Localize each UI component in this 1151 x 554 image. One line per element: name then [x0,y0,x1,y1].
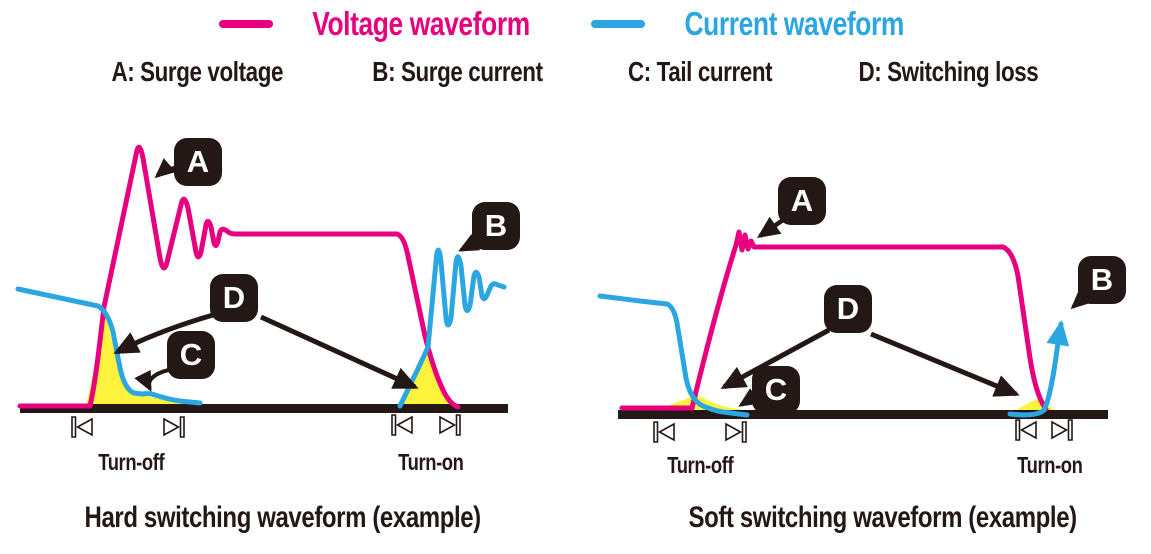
baseline [20,404,508,413]
label-tag-d-soft: D [824,285,872,333]
label-tag-c-hard: C [167,331,215,379]
interval-end-marker-icon [725,421,747,443]
current-waveform-turn-on [1007,320,1070,418]
turn-on-label-soft: Turn-on [1017,452,1083,478]
label-tag-c-soft: C [752,366,800,414]
soft-switching-caption: Soft switching waveform (example) [688,501,1077,534]
interval-start-marker-icon [71,416,93,438]
turn-on-label-hard: Turn-on [398,449,464,475]
interval-start-marker-icon [653,421,675,443]
label-letter: B [1090,262,1114,297]
label-tag-b-soft: B [1078,256,1126,304]
switching-loss-area-turn-off [86,307,184,407]
current-line-swatch [591,20,646,28]
legend: Voltage waveform Current waveform [0,2,1151,46]
interval-start-marker-icon [1015,419,1037,441]
legend-item-voltage: Voltage waveform [219,5,557,43]
label-tag-d-hard: D [210,274,258,322]
label-letter: D [836,291,860,326]
baseline [618,410,1108,419]
hard-switching-diagram [15,144,508,438]
label-letter: B [484,208,508,243]
voltage-waveform [17,144,461,410]
label-arrow-d-turn-on [870,331,1020,397]
turn-off-label-soft: Turn-off [667,452,733,478]
legend-item-current: Current waveform [591,5,931,43]
label-letter: D [222,280,246,315]
turn-off-label-hard: Turn-off [98,449,164,475]
label-letter: A [790,183,814,218]
label-arrow-d-turn-on [259,314,419,390]
definition-c: C: Tail current [627,56,773,87]
interval-end-marker-icon [163,416,185,438]
current-waveform [597,293,750,418]
current-waveform-turn-on [397,247,507,409]
label-tag-a-hard: A [174,138,222,186]
label-arrow-d-turn-off [113,312,214,355]
current-waveform [15,286,203,406]
voltage-legend-label: Voltage waveform [312,5,531,42]
interval-end-marker-icon [439,414,461,436]
interval-end-marker-icon [1051,419,1073,441]
voltage-waveform [619,229,1049,412]
current-legend-label: Current waveform [684,5,905,42]
label-letter: C [764,372,788,407]
definition-a: A: Surge voltage [111,56,284,87]
label-tag-b-hard: B [472,202,520,250]
label-arrow-a [757,216,785,239]
definition-d: D: Switching loss [858,56,1039,87]
hard-switching-caption: Hard switching waveform (example) [84,501,481,534]
label-tag-a-soft: A [778,177,826,225]
label-letter: A [186,144,210,179]
interval-start-marker-icon [391,414,413,436]
label-arrow-d-turn-off [720,327,831,390]
label-letter: C [179,337,203,372]
definition-b: B: Surge current [372,56,543,87]
voltage-line-swatch [219,20,274,28]
definitions-row: A: Surge voltage B: Surge current C: Tai… [0,52,1151,92]
